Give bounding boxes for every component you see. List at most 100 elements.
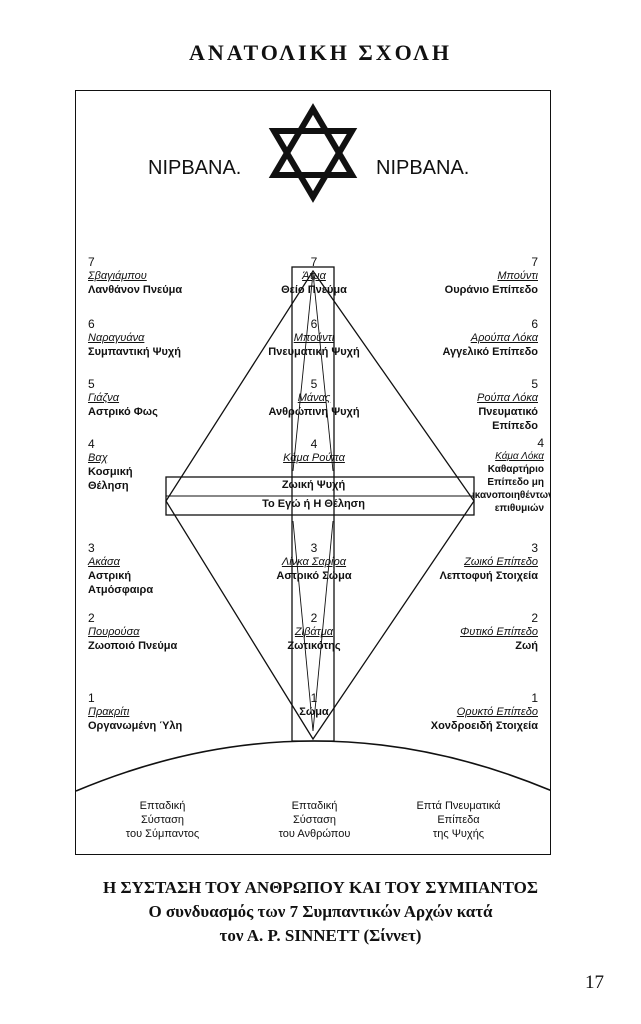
footer-planes: Επτά Πνευματικά Επίπεδα της Ψυχής <box>386 799 531 841</box>
nirvana-left: NIPBANA. <box>148 157 242 179</box>
sanskrit-term: Άτμα <box>302 270 326 282</box>
sanskrit-term: Φυτικό Επίπεδο <box>460 626 538 638</box>
sanskrit-term: Πουρούσα <box>88 626 140 638</box>
universe-level-6: 6 Ναραγυάνα Συμπαντική Ψυχή <box>88 317 238 359</box>
sanskrit-term: Ζωικό Επίπεδο <box>464 556 538 568</box>
human-level-2: 2 Ζιβάτμα Ζωτικότης <box>239 611 389 653</box>
level-number: 1 <box>531 691 538 705</box>
level-number: 5 <box>531 377 538 391</box>
plane-level-1: 1 Ορυκτό Επίπεδο Χονδροειδή Στοιχεία <box>396 691 538 733</box>
human-level-1: 1 Σώμα <box>239 691 389 719</box>
diagram: NIPBANA. NIPBANA. 7 Σβαγιάμπου Λανθάνον … <box>75 90 551 855</box>
footer-line: Σύσταση <box>292 814 337 826</box>
universe-level-7: 7 Σβαγιάμπου Λανθάνον Πνεύμα <box>88 255 238 297</box>
sanskrit-term: Σβαγιάμπου <box>88 270 147 282</box>
band-lower-text: Το Εγώ ή Η Θέληση <box>262 498 365 510</box>
star-up-triangle <box>268 103 358 178</box>
greek-term: Πνευματική Ψυχή <box>268 346 360 358</box>
greek-term: Οργανωμένη Ύλη <box>88 720 183 732</box>
level-number: 3 <box>88 541 95 555</box>
diamond <box>165 269 475 741</box>
greek-term: Ανθρώπινη Ψυχή <box>268 406 360 418</box>
sanskrit-term: Μπούντι <box>293 332 335 344</box>
pillar-line <box>292 520 314 732</box>
universe-level-1: 1 Πρακρίτι Οργανωμένη Ύλη <box>88 691 238 733</box>
level-number: 2 <box>310 611 318 625</box>
sanskrit-term: Ακάσα <box>88 556 120 568</box>
footer-line: Σύσταση <box>140 814 185 826</box>
sanskrit-term: Βαχ <box>88 452 108 464</box>
caption-line-2: Ο συνδυασμός των 7 Συμπαντικών Αρχών κατ… <box>148 902 493 921</box>
greek-term: Καθαρτήριο Επίπεδο μη ικανοποιηθέντων επ… <box>472 464 551 514</box>
caption-line-1: Η ΣΥΣΤΑΣΗ ΤΟΥ ΑΝΘΡΩΠΟΥ ΚΑΙ ΤΟΥ ΣΥΜΠΑΝΤΟΣ <box>103 878 538 897</box>
caption-line-3: τον Α. Ρ. SINNETT (Σίννετ) <box>219 926 422 945</box>
universe-level-2: 2 Πουρούσα Ζωοποιό Πνεύμα <box>88 611 238 653</box>
greek-term: Αστρικό Σώμα <box>276 570 352 582</box>
human-level-5: 5 Μάνας Ανθρώπινη Ψυχή <box>239 377 389 419</box>
universe-level-4: 4 Βαχ Κοσμική Θέληση <box>88 437 150 493</box>
sanskrit-term: Ζιβάτμα <box>294 626 334 638</box>
level-number: 3 <box>310 541 318 555</box>
sanskrit-term: Ναραγυάνα <box>88 332 145 344</box>
level-number: 7 <box>531 255 538 269</box>
sanskrit-term: Μπούντι <box>497 270 538 282</box>
greek-term: Χονδροειδή Στοιχεία <box>430 720 538 732</box>
star-down-triangle <box>268 128 358 203</box>
plane-level-5: 5 Ρούπα Λόκα Πνευματικό Επίπεδο <box>448 377 538 433</box>
plane-level-3: 3 Ζωικό Επίπεδο Λεπτοφυή Στοιχεία <box>396 541 538 583</box>
level-number: 4 <box>88 437 95 451</box>
greek-term: Λεπτοφυή Στοιχεία <box>439 570 538 582</box>
sanskrit-term: Λίνκα Σαρίρα <box>281 556 347 568</box>
footer-human: Επταδική Σύσταση του Ανθρώπου <box>242 799 387 841</box>
sanskrit-term: Αρούπα Λόκα <box>470 332 538 344</box>
greek-term: Ουράνιο Επίπεδο <box>444 284 538 296</box>
greek-term: Συμπαντική Ψυχή <box>88 346 181 358</box>
plane-level-6: 6 Αρούπα Λόκα Αγγελικό Επίπεδο <box>396 317 538 359</box>
level-number: 5 <box>310 377 318 391</box>
pillar-line <box>292 272 314 472</box>
footer-line: Επταδική <box>139 800 186 812</box>
greek-term: Θείο Πνεύμα <box>281 284 347 296</box>
level-number: 7 <box>310 255 318 269</box>
band-upper-text: Ζωική Ψυχή <box>281 479 346 491</box>
level-number: 4 <box>310 437 318 451</box>
sanskrit-term: Κάμα Ρούπα <box>283 452 345 464</box>
level-number: 7 <box>88 255 95 269</box>
greek-term: Αστρικό Φως <box>88 406 158 418</box>
plane-level-4: 4 Κάμα Λόκα Καθαρτήριο Επίπεδο μη ικανοπ… <box>472 436 551 515</box>
level-number: 1 <box>88 691 95 705</box>
human-level-6: 6 Μπούντι Πνευματική Ψυχή <box>239 317 389 359</box>
footer-line: της Ψυχής <box>432 828 485 840</box>
sanskrit-term: Ρούπα Λόκα <box>477 392 538 404</box>
sanskrit-term: Μάνας <box>297 392 331 404</box>
sanskrit-term: Πρακρίτι <box>88 706 130 718</box>
level-number: 2 <box>531 611 538 625</box>
level-number: 4 <box>537 436 544 450</box>
greek-term: Πνευματικό Επίπεδο <box>478 406 538 432</box>
universe-level-3: 3 Ακάσα Αστρική Ατμόσφαιρα <box>88 541 168 597</box>
level-number: 6 <box>88 317 95 331</box>
nirvana-right: NIPBANA. <box>376 157 470 179</box>
greek-term: Ζωή <box>515 640 538 652</box>
human-level-3: 3 Λίνκα Σαρίρα Αστρικό Σώμα <box>239 541 389 583</box>
level-number: 3 <box>531 541 538 555</box>
plane-level-2: 2 Φυτικό Επίπεδο Ζωή <box>396 611 538 653</box>
sanskrit-term: Ορυκτό Επίπεδο <box>456 706 538 718</box>
page-header: ΑΝΑΤΟΛΙΚΗ ΣΧΟΛΗ <box>188 40 452 65</box>
footer-line: Επίπεδα <box>437 814 480 826</box>
page-number: 17 <box>585 972 604 993</box>
figure-caption: Η ΣΥΣΤΑΣΗ ΤΟΥ ΑΝΘΡΩΠΟΥ ΚΑΙ ΤΟΥ ΣΥΜΠΑΝΤΟΣ… <box>0 876 641 948</box>
human-level-4: 4 Κάμα Ρούπα <box>239 437 389 465</box>
greek-term: Αστρική Ατμόσφαιρα <box>88 570 154 596</box>
level-number: 6 <box>531 317 538 331</box>
pillar-line <box>312 520 334 732</box>
footer-universe: Επταδική Σύσταση του Σύμπαντος <box>90 799 235 841</box>
footer-line: Επτά Πνευματικά <box>416 800 501 812</box>
level-number: 1 <box>310 691 318 705</box>
level-number: 5 <box>88 377 95 391</box>
greek-term: Ζωτικότης <box>287 640 341 652</box>
greek-term: Ζωοποιό Πνεύμα <box>88 640 178 652</box>
plane-level-7: 7 Μπούντι Ουράνιο Επίπεδο <box>396 255 538 297</box>
footer-line: του Σύμπαντος <box>125 828 200 840</box>
greek-term: Κοσμική Θέληση <box>88 466 133 492</box>
